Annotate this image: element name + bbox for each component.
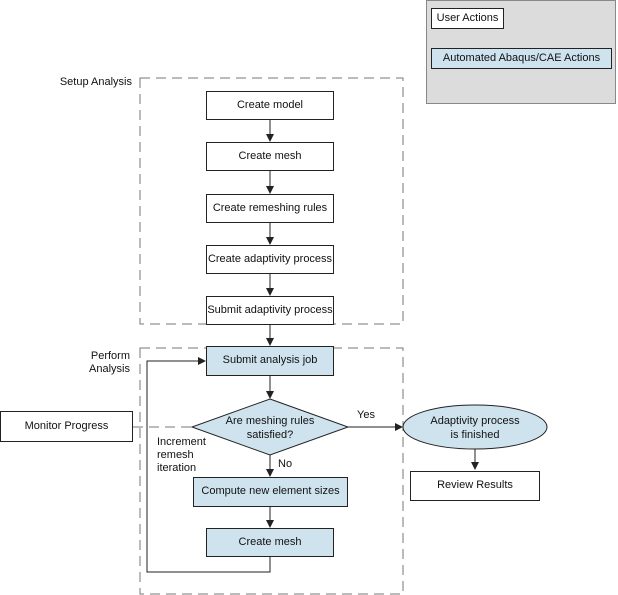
monitor-progress-step: Monitor Progress [0,411,133,442]
no-label: No [278,458,293,470]
loop-back-path [146,357,271,573]
create-mesh-iteration-step: Create mesh [206,528,334,557]
create-model-step: Create model [206,91,334,120]
legend-automated-actions: Automated Abaqus/CAE Actions [431,48,612,69]
create-mesh-step: Create mesh [206,142,334,171]
legend-user-actions: User Actions [431,8,504,29]
increment-remesh-label: Increment remesh iteration [157,436,206,475]
compute-element-sizes-step: Compute new element sizes [193,477,348,507]
create-remeshing-rules-step: Create remeshing rules [206,194,334,223]
adaptivity-finished-label: Adaptivity process is finished [430,415,520,441]
decision-label: Are meshing rules satisfied? [225,415,315,441]
create-adaptivity-process-step: Create adaptivity process [206,245,334,274]
setup-analysis-label: Setup Analysis [59,76,132,88]
review-results-step: Review Results [410,471,540,501]
submit-analysis-job-step: Submit analysis job [206,346,334,376]
yes-label: Yes [357,409,375,421]
perform-analysis-label: Perform Analysis [89,350,130,376]
submit-adaptivity-process-step: Submit adaptivity process [206,296,334,325]
